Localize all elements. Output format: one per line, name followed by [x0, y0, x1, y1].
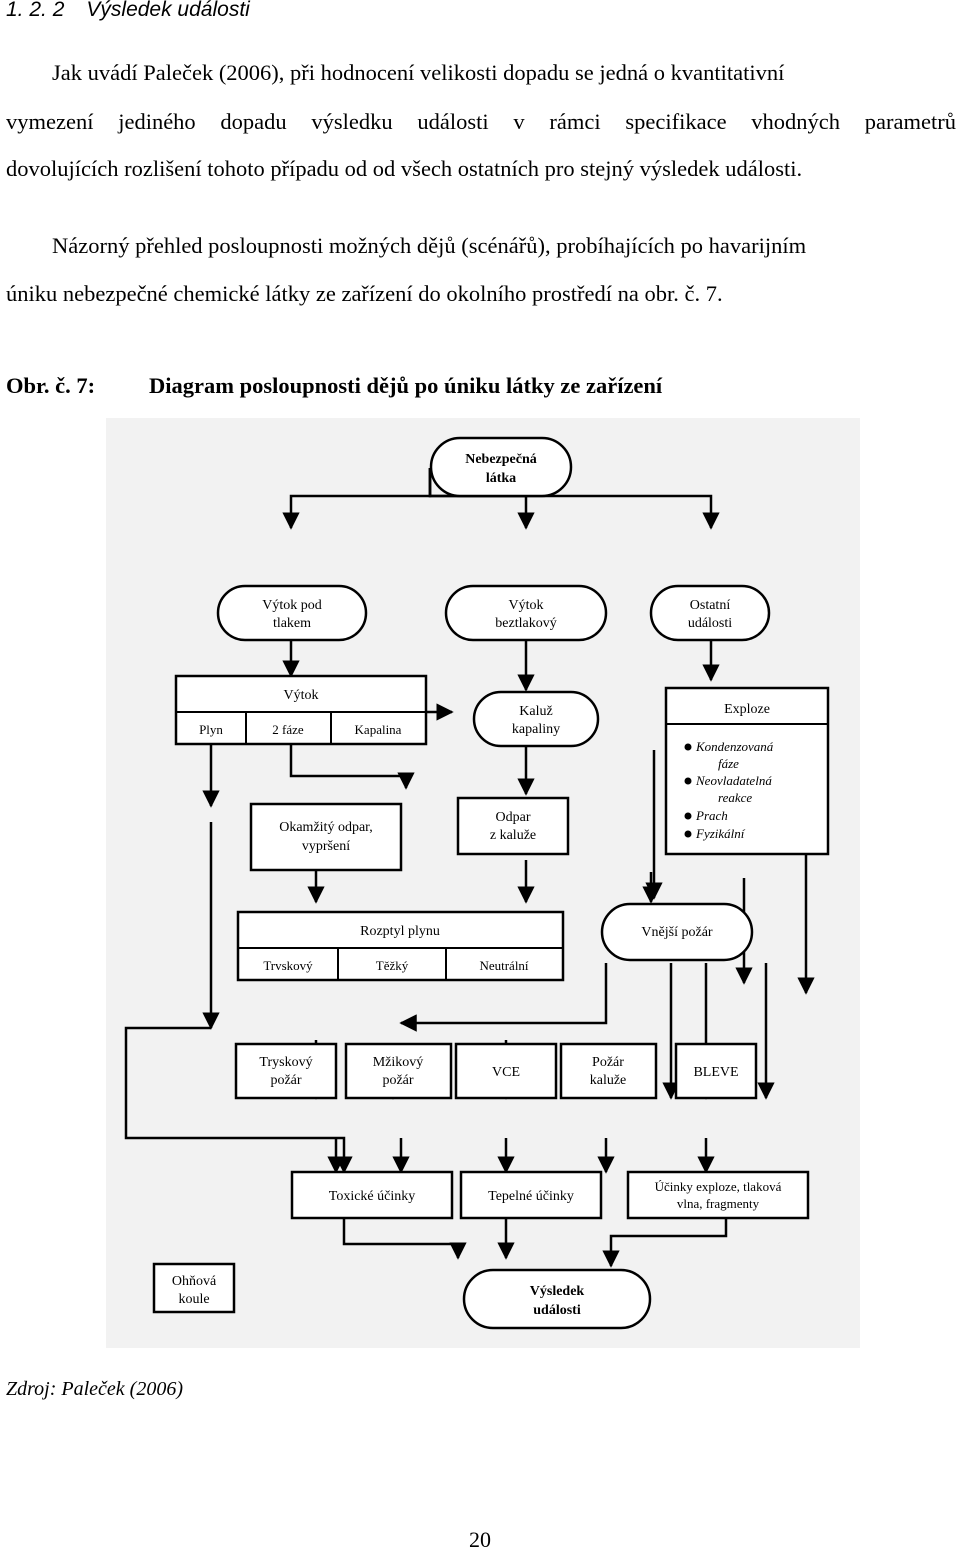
label-ohnova-koule-1: Ohňová [172, 1274, 217, 1289]
label-kapalina: Kapalina [355, 722, 402, 737]
label-pozar-kaluze-1: Požár [592, 1055, 624, 1070]
label-exploze: Exploze [724, 702, 770, 717]
label-kaluz-kapaliny-1: Kaluž [519, 704, 552, 719]
label-dve-faze: 2 fáze [272, 722, 304, 737]
label-ucinky-exploze-2: vlna, fragmenty [677, 1196, 760, 1211]
exploze-item-2b: reakce [718, 790, 752, 805]
node-vnejsi-pozar [600, 902, 754, 962]
label-kaluz-kapaliny-2: kapaliny [512, 722, 560, 737]
node-odpar-z-kaluze [456, 796, 570, 856]
paragraph2-line1: Názorný přehled posloupnosti možných děj… [52, 233, 807, 258]
label-okamzity-odpar-1: Okamžitý odpar, [279, 820, 373, 835]
label-ostatni-udalosti-1: Ostatní [690, 598, 731, 613]
label-bleve: BLEVE [693, 1065, 738, 1080]
label-odpar-z-kaluze-1: Odpar [496, 810, 531, 825]
exploze-item-3: Prach [695, 808, 728, 823]
exploze-item-1a: Kondenzovaná [695, 739, 774, 754]
section-heading: 1. 2. 2 Výsledek události [6, 0, 250, 22]
exploze-item-4: Fyzikální [695, 826, 746, 841]
node-ucinky-exploze [626, 1170, 810, 1220]
label-vytok-pod-tlakem-2: tlakem [273, 616, 311, 631]
node-tryskovy-pozar [234, 1042, 338, 1100]
label-odpar-z-kaluze-2: z kaluže [490, 828, 536, 843]
figure-source: Zdroj: Paleček (2006) [6, 1378, 183, 1400]
node-vytok-pod-tlakem [216, 584, 368, 642]
flow-diagram: Nebezpečná látka Výtok pod tlakem Výtok … [106, 418, 860, 1348]
node-exploze [664, 686, 830, 856]
label-nebezpecna-latka-1: Nebezpečná [465, 452, 537, 467]
label-neutralni: Neutrální [479, 958, 528, 973]
node-kaluz-kapaliny [472, 690, 600, 748]
label-ostatni-udalosti-2: události [688, 616, 732, 631]
label-mzikovy-pozar-1: Mžikový [373, 1055, 424, 1070]
exploze-item-1b: fáze [718, 756, 739, 771]
label-nebezpecna-latka-2: látka [486, 471, 516, 486]
label-tryskovy-pozar-1: Tryskový [259, 1055, 312, 1070]
node-mzikovy-pozar [344, 1042, 453, 1100]
label-vysledek-udalosti-1: Výsledek [530, 1284, 585, 1299]
figure-label: Obr. č. 7: [6, 373, 96, 398]
section-title: Výsledek události [86, 0, 250, 21]
label-pozar-kaluze-2: kaluže [590, 1073, 627, 1088]
label-ucinky-exploze-1: Účinky exploze, tlaková [655, 1179, 782, 1194]
label-vytok-pod-tlakem-1: Výtok pod [262, 598, 322, 613]
label-okamzity-odpar-2: vypršení [302, 839, 350, 854]
node-vce [454, 1042, 558, 1100]
node-vytok-beztlakovy [444, 584, 608, 642]
node-toxicke-ucinky [290, 1170, 454, 1220]
label-mzikovy-pozar-2: požár [382, 1073, 413, 1088]
node-rozptyl-plynu [236, 910, 565, 982]
node-nebezpecna-latka [429, 436, 573, 498]
node-vytok [174, 674, 428, 746]
label-toxicke-ucinky: Toxické účinky [329, 1189, 416, 1204]
label-vytok-beztlakovy-2: beztlakový [495, 616, 556, 631]
label-vytok: Výtok [284, 688, 319, 703]
node-ohnova-koule [152, 1262, 236, 1314]
label-tezky: Těžký [376, 958, 409, 973]
node-ostatni-udalosti [649, 584, 771, 642]
node-okamzity-odpar [249, 802, 403, 872]
section-number: 1. 2. 2 [6, 0, 65, 21]
page-number: 20 [469, 1527, 491, 1552]
exploze-bullets [684, 743, 692, 838]
label-tepelne-ucinky: Tepelné účinky [488, 1189, 574, 1204]
node-vysledek-udalosti [462, 1268, 652, 1330]
paragraph1-line2: vymezení jediného dopadu výsledku událos… [6, 109, 956, 134]
node-pozar-kaluze [559, 1042, 658, 1100]
label-vytok-beztlakovy-1: Výtok [509, 598, 544, 613]
node-bleve [674, 1042, 758, 1100]
label-vce: VCE [492, 1065, 520, 1080]
label-plyn: Plyn [199, 722, 223, 737]
paragraph1-line3: dovolujících rozlišení tohoto případu od… [6, 156, 803, 181]
figure-title: Diagram posloupnosti dějů po úniku látky… [149, 373, 663, 398]
label-tryskovy: Trvskový [263, 958, 313, 973]
exploze-item-2a: Neovladatelná [695, 773, 772, 788]
figure-caption: Obr. č. 7: Diagram posloupnosti dějů po … [6, 373, 662, 399]
label-tryskovy-pozar-2: požár [270, 1073, 301, 1088]
paragraph2-line2: úniku nebezpečné chemické látky ze zaříz… [6, 281, 723, 306]
label-ohnova-koule-2: koule [178, 1292, 209, 1307]
paragraph1-line1: Jak uvádí Paleček (2006), při hodnocení … [52, 60, 785, 85]
label-vnejsi-pozar: Vnější požár [641, 925, 712, 940]
node-tepelne-ucinky [459, 1170, 603, 1220]
label-rozptyl-plynu: Rozptyl plynu [360, 924, 440, 939]
label-vysledek-udalosti-2: události [533, 1303, 581, 1318]
